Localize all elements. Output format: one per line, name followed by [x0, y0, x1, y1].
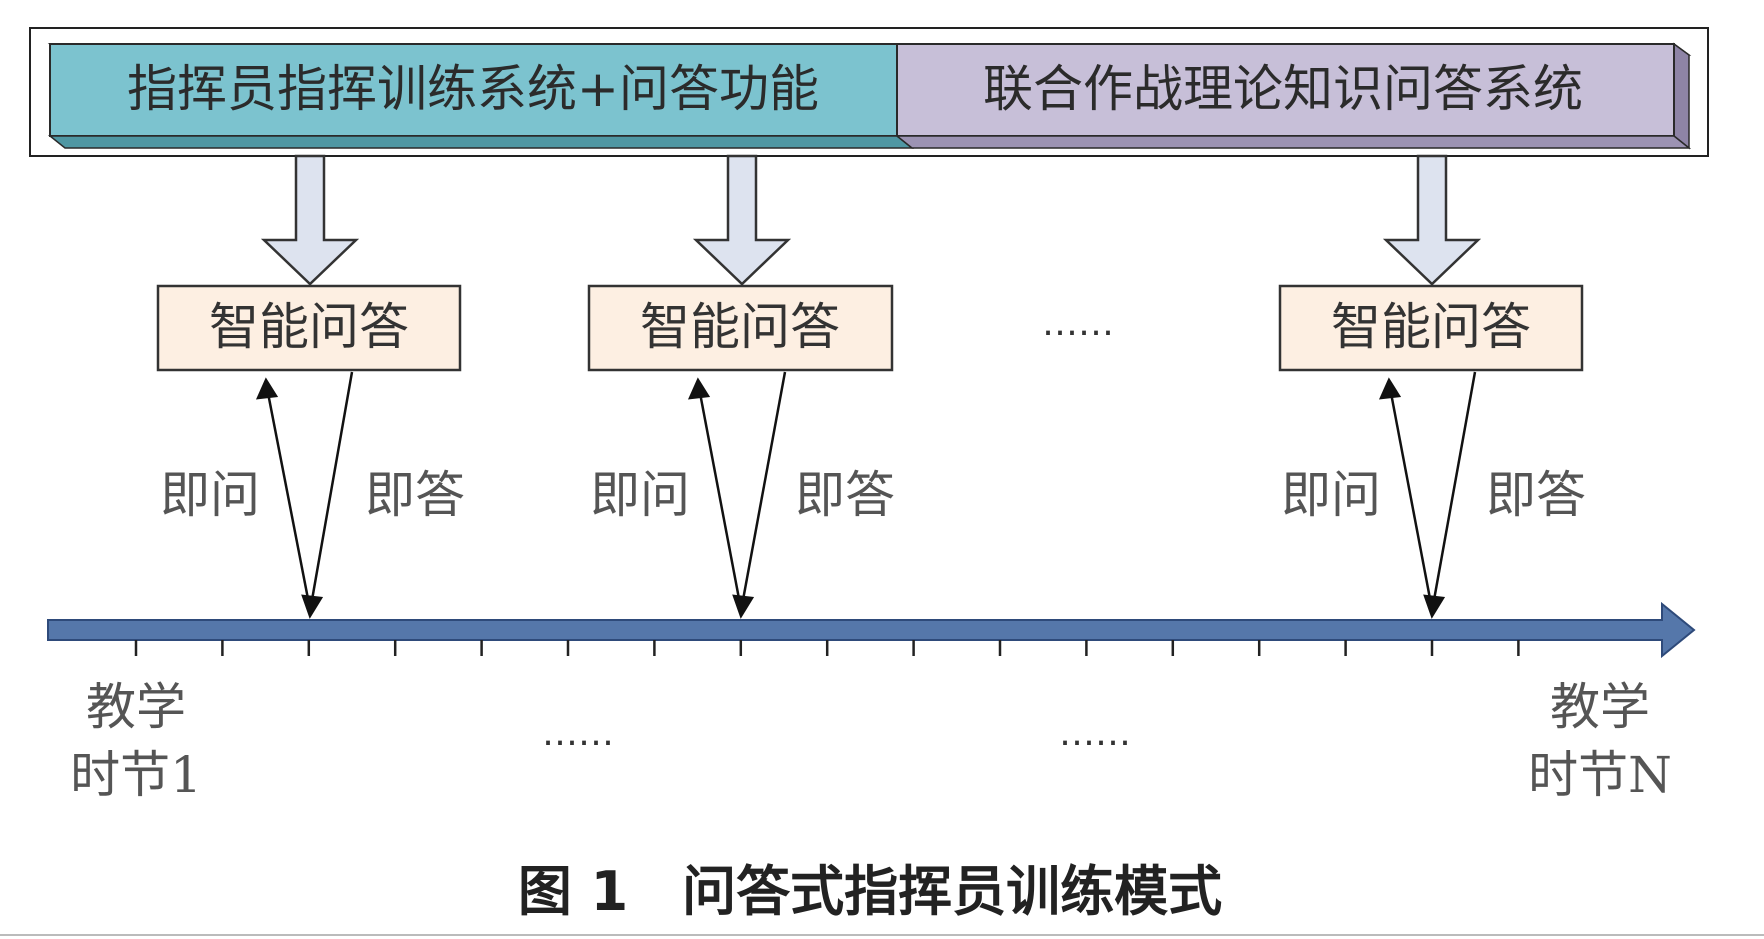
- boxes-ellipsis: ……: [1042, 303, 1114, 344]
- qa-box-3-label: 智能问答: [1331, 298, 1531, 356]
- timeline-start-label-line1: 教学: [86, 678, 186, 736]
- right-bar-label: 联合作战理论知识问答系统: [983, 60, 1583, 118]
- right-bar: [896, 43, 1675, 137]
- timeline-ellipsis-left: ……: [542, 713, 614, 754]
- ask-label-3: 即问: [1281, 466, 1381, 524]
- timeline-start-label-line2: 时节1: [70, 746, 202, 804]
- timeline-ticks: [134, 640, 1520, 656]
- qa-box-2: [587, 284, 894, 372]
- answer-label-2: 即答: [795, 466, 895, 524]
- timeline-end-label-line2: 时节N: [1528, 746, 1672, 804]
- ask-label-1: 即问: [160, 466, 260, 524]
- down-arrow-2: [692, 154, 792, 286]
- left-bar-label: 指挥员指挥训练系统+问答功能: [127, 60, 819, 118]
- left-bar-bottom-face: [47, 135, 915, 149]
- ask-answer-arrows: [255, 371, 1477, 619]
- bar-side-face: [1673, 42, 1690, 150]
- down-arrow-3: [1382, 154, 1482, 286]
- down-arrow-1: [260, 154, 360, 286]
- ask-label-2: 即问: [590, 466, 690, 524]
- qa-box-2-label: 智能问答: [640, 298, 840, 356]
- qa-box-1: [156, 284, 462, 372]
- right-bar-bottom-face: [894, 135, 1692, 149]
- answer-label-1: 即答: [365, 466, 465, 524]
- answer-label-3: 即答: [1486, 466, 1586, 524]
- timeline-arrow: [47, 601, 1696, 659]
- qa-box-3: [1278, 284, 1584, 372]
- timeline-ellipsis-right: ……: [1059, 713, 1131, 754]
- figure-caption: 图 1 问答式指挥员训练模式: [518, 860, 1222, 923]
- timeline-end-label-line1: 教学: [1550, 678, 1650, 736]
- qa-box-1-label: 智能问答: [209, 298, 409, 356]
